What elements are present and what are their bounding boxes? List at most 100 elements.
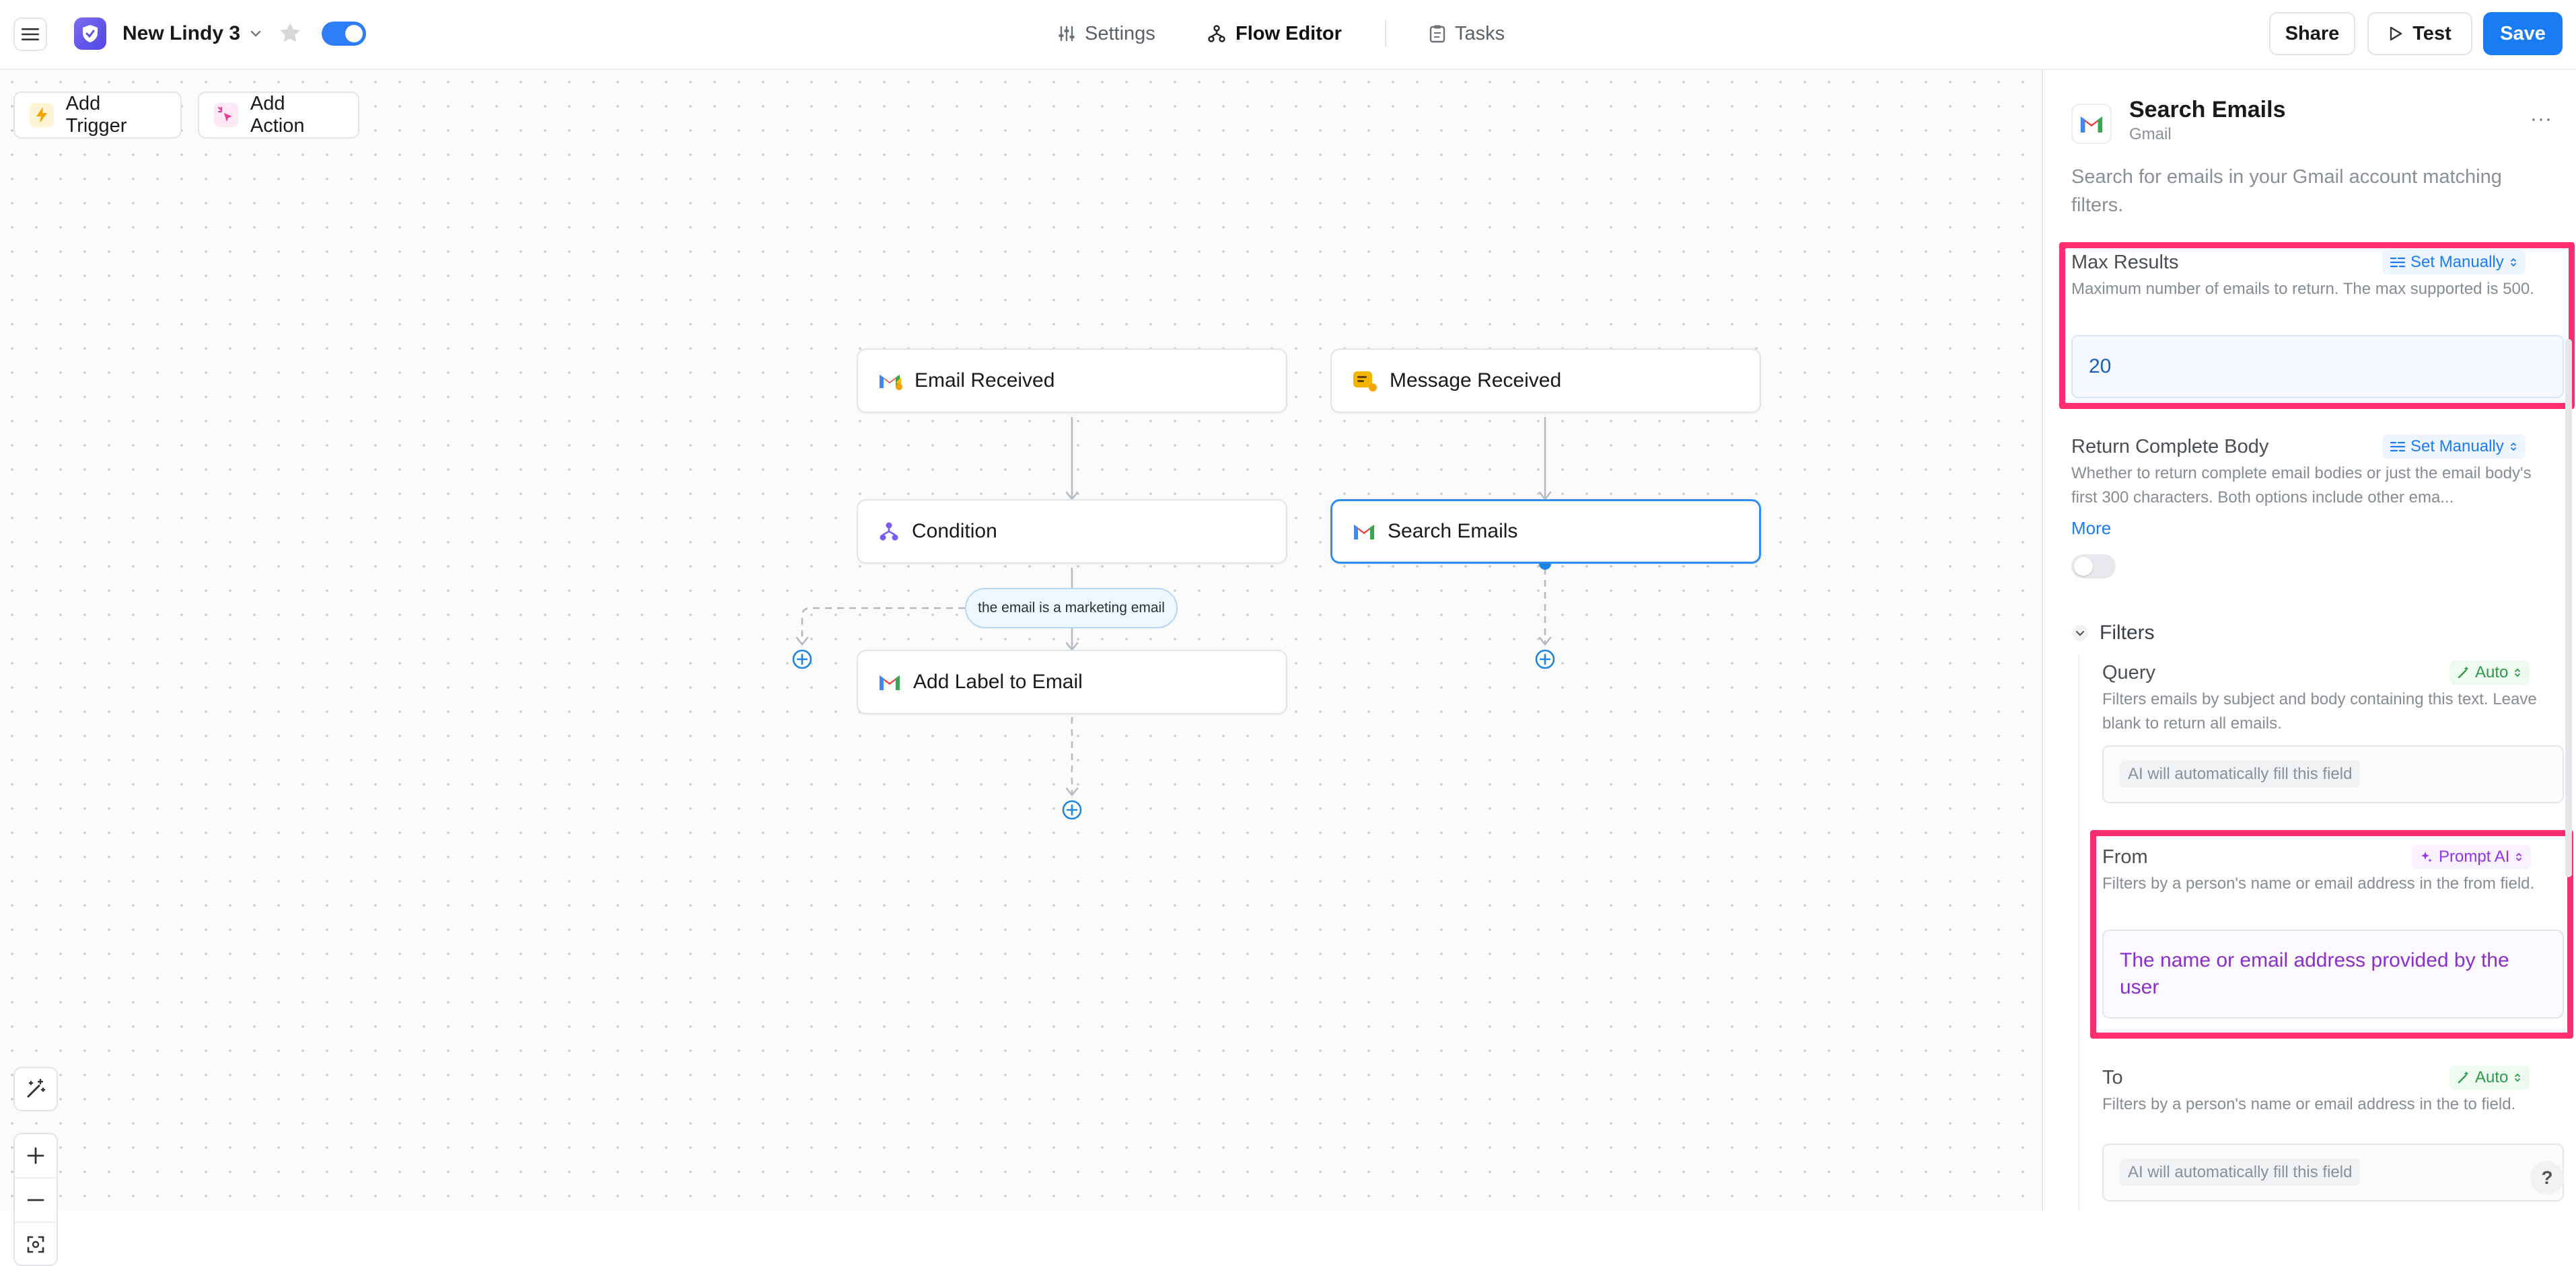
magic-wand-icon (27, 1078, 46, 1098)
max-results-mode-select[interactable]: Set Manually (2382, 250, 2526, 274)
max-results-value: 20 (2089, 355, 2112, 377)
flow-edges (792, 417, 1555, 820)
more-options-button[interactable]: ··· (2530, 108, 2552, 131)
to-mode: Auto (2475, 1068, 2509, 1086)
flow-canvas[interactable]: Add Trigger Add Action (0, 70, 2042, 1266)
return-body-mode-select[interactable]: Set Manually (2382, 435, 2526, 459)
return-body-toggle[interactable] (2071, 554, 2116, 579)
node-message-received-label: Message Received (1390, 369, 1562, 392)
sparkle-cursor-icon (214, 103, 238, 127)
nav-divider (1385, 20, 1386, 47)
query-description: Filters emails by subject and body conta… (2102, 690, 2537, 733)
to-placeholder: AI will automatically fill this field (2120, 1159, 2361, 1186)
auto-layout-button[interactable] (13, 1067, 58, 1111)
shield-check-icon (83, 25, 98, 42)
top-bar: New Lindy 3 Settings Flow Editor Tasks S… (0, 0, 2576, 70)
list-settings-icon (2390, 257, 2405, 268)
chevron-updown-icon (2510, 258, 2516, 267)
chevron-down-icon (250, 30, 261, 37)
step-settings-panel: Search Emails Gmail ··· Search for email… (2042, 70, 2576, 1211)
edge-condition-else (801, 607, 965, 643)
condition-branch-chip[interactable]: the email is a marketing email (965, 588, 1178, 628)
sliders-icon (1059, 26, 1075, 42)
query-placeholder: AI will automatically fill this field (2120, 761, 2361, 788)
max-results-input[interactable]: 20 (2071, 335, 2564, 398)
filters-label: Filters (2100, 622, 2155, 644)
zoom-out-button[interactable] (15, 1179, 57, 1223)
node-add-label[interactable]: Add Label to Email (857, 650, 1287, 714)
sparkle-icon (2421, 852, 2432, 862)
from-prompt-value: The name or email address provided by th… (2120, 949, 2509, 998)
tab-flow-editor-label: Flow Editor (1236, 22, 1342, 44)
node-condition-label: Condition (912, 520, 997, 542)
agent-avatar[interactable] (74, 17, 106, 50)
panel-scrollbar[interactable] (2565, 339, 2572, 877)
magic-wand-icon (2458, 667, 2468, 679)
filters-rail (2078, 655, 2079, 1211)
fit-view-button[interactable] (15, 1223, 57, 1266)
list-settings-icon (2390, 441, 2405, 452)
node-search-emails-label: Search Emails (1388, 520, 1518, 542)
query-input[interactable]: AI will automatically fill this field (2102, 745, 2564, 803)
to-mode-select[interactable]: Auto (2449, 1066, 2530, 1090)
share-button-label: Share (2285, 22, 2340, 44)
clipboard-icon (1429, 25, 1445, 43)
add-trigger-button[interactable]: Add Trigger (13, 91, 182, 139)
add-action-button[interactable]: Add Action (198, 91, 359, 139)
tab-settings[interactable]: Settings (1058, 16, 1155, 51)
to-label: To (2102, 1067, 2123, 1088)
share-button[interactable]: Share (2269, 12, 2355, 55)
ellipsis-icon: ··· (2530, 108, 2552, 130)
panel-title: Search Emails (2129, 97, 2286, 122)
branch-icon (878, 521, 900, 542)
chevron-updown-icon (2515, 668, 2521, 677)
gmail-trigger-icon (878, 371, 902, 391)
gmail-icon (878, 673, 901, 692)
help-button[interactable]: ? (2530, 1161, 2564, 1195)
menu-button[interactable] (13, 17, 47, 51)
node-message-received[interactable]: Message Received (1330, 348, 1761, 413)
node-email-received[interactable]: Email Received (857, 348, 1287, 413)
save-button-label: Save (2500, 22, 2546, 44)
gmail-icon (1353, 522, 1375, 541)
tab-flow-editor[interactable]: Flow Editor (1207, 16, 1342, 51)
chevron-updown-icon (2515, 1073, 2521, 1082)
return-body-more-link[interactable]: More (2071, 518, 2112, 538)
panel-subtitle: Gmail (2129, 125, 2172, 143)
minus-icon (27, 1199, 44, 1201)
chevron-updown-icon (2516, 852, 2522, 862)
condition-branch-text: the email is a marketing email (978, 600, 1165, 616)
query-label: Query (2102, 662, 2155, 683)
zoom-in-button[interactable] (15, 1134, 57, 1179)
node-email-received-label: Email Received (915, 369, 1055, 392)
chat-trigger-icon (1352, 369, 1378, 392)
filters-section-toggle[interactable]: Filters (2071, 622, 2155, 644)
agent-enabled-toggle[interactable] (322, 22, 366, 46)
max-results-description: Maximum number of emails to return. The … (2071, 280, 2534, 298)
node-search-emails[interactable]: Search Emails (1330, 499, 1761, 564)
hamburger-icon (22, 28, 39, 40)
plus-icon (27, 1147, 44, 1164)
test-button[interactable]: Test (2367, 12, 2472, 55)
chevron-updown-icon (2510, 442, 2516, 451)
query-mode-select[interactable]: Auto (2449, 661, 2530, 685)
panel-description: Search for emails in your Gmail account … (2071, 166, 2502, 216)
chevron-down-icon (2072, 625, 2088, 641)
favorite-button[interactable] (277, 20, 303, 46)
from-label: From (2102, 846, 2148, 868)
play-icon (2390, 26, 2402, 41)
tab-tasks[interactable]: Tasks (1429, 16, 1505, 51)
agent-name-dropdown[interactable]: New Lindy 3 (122, 19, 262, 48)
tab-settings-label: Settings (1085, 22, 1155, 44)
save-button[interactable]: Save (2483, 12, 2563, 55)
from-mode: Prompt AI (2439, 848, 2510, 866)
from-mode-select[interactable]: Prompt AI (2412, 845, 2532, 869)
query-mode: Auto (2475, 663, 2509, 681)
max-results-label: Max Results (2071, 252, 2179, 273)
to-input[interactable]: AI will automatically fill this field (2102, 1144, 2564, 1201)
from-prompt-input[interactable]: The name or email address provided by th… (2102, 930, 2564, 1018)
to-description: Filters by a person's name or email addr… (2102, 1095, 2516, 1113)
tab-tasks-label: Tasks (1455, 22, 1505, 44)
return-body-label: Return Complete Body (2071, 436, 2269, 457)
node-condition[interactable]: Condition (857, 499, 1287, 564)
